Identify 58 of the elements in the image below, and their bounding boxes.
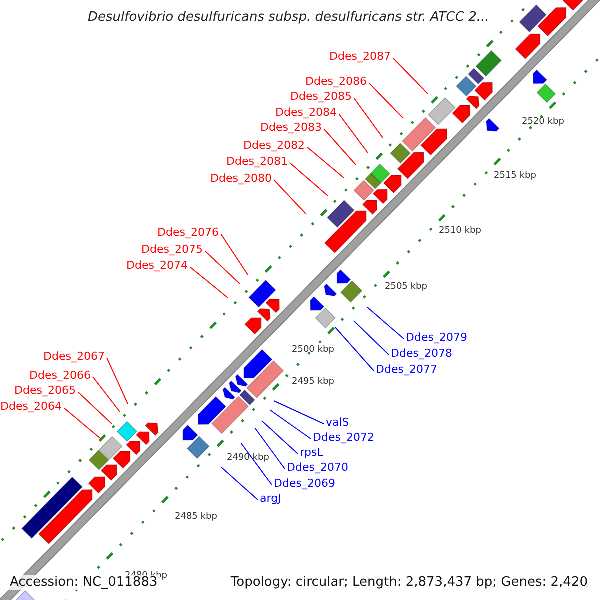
leader-line	[354, 320, 390, 356]
gene-label: Ddes_2081	[226, 156, 288, 167]
gene-label: rpsL	[300, 447, 324, 458]
leader-line	[324, 128, 356, 166]
leader-line	[92, 376, 120, 412]
scale-label: 2485 kbp	[175, 513, 218, 522]
leader-line	[306, 146, 344, 178]
leader-line	[334, 326, 374, 372]
gene-label: Ddes_2077	[376, 364, 438, 375]
title: Desulfovibrio desulfuricans subsp. desulfuricans str. ATCC 2...	[88, 11, 490, 24]
gene-label: Ddes_2075	[142, 244, 203, 255]
leader-line	[220, 466, 258, 500]
gene-label: Ddes_2067	[44, 351, 105, 362]
gene-label: Ddes_2066	[30, 370, 91, 381]
gene-label: Ddes_2074	[126, 260, 188, 271]
gene-label: Ddes_2084	[276, 107, 337, 118]
leader-line	[354, 98, 384, 138]
gene-label: Ddes_2072	[313, 432, 374, 443]
leader-line	[254, 428, 286, 470]
leader-line	[204, 250, 240, 284]
leader-line	[274, 180, 306, 214]
leader-line	[274, 400, 324, 424]
leader-line	[270, 410, 312, 440]
leader-line	[368, 82, 404, 118]
gene-label: Ddes_2079	[406, 332, 468, 343]
leader-line	[106, 358, 128, 404]
scale-label: 2520 kbp	[522, 118, 564, 127]
scale-label: 2510 kbp	[439, 227, 482, 236]
gene-label: Ddes_2086	[306, 76, 367, 87]
gene-label: Ddes_2078	[391, 348, 452, 359]
scale-label: 2515 kbp	[494, 172, 536, 181]
gene-label: Ddes_2065	[14, 385, 76, 396]
gene-label: Ddes_2085	[290, 91, 352, 102]
gene-label: Ddes_2083	[260, 122, 322, 133]
gene-label: Ddes_2076	[158, 227, 219, 238]
gene-label: Ddes_2070	[287, 462, 348, 473]
gene-label: valS	[326, 417, 350, 428]
gene-label: Ddes_2064	[0, 401, 62, 412]
leader-line	[366, 306, 404, 340]
scale-label: 2500 kbp	[292, 346, 334, 355]
scale-label: 2495 kbp	[292, 378, 334, 387]
leader-line	[290, 162, 328, 196]
leader-line	[64, 408, 102, 440]
leader-line	[240, 442, 272, 486]
leader-line	[190, 266, 228, 298]
leader-line	[262, 420, 298, 454]
gene-label: Ddes_2069	[274, 478, 336, 489]
leader-line	[220, 234, 248, 276]
leader-line	[78, 392, 112, 424]
scale-label: 2505 kbp	[385, 283, 428, 292]
gene-label: argJ	[260, 493, 282, 504]
gene-label: Ddes_2080	[210, 173, 272, 184]
leader-line	[392, 58, 428, 94]
gene-label: Ddes_2087	[330, 51, 391, 62]
scale-label: 2490 kbp	[227, 454, 270, 463]
genome-summary-text: Topology: circular; Length: 2,873,437 bp; Genes: 2,420	[228, 575, 590, 590]
gene-label: Ddes_2082	[244, 140, 305, 151]
leader-line	[338, 114, 368, 154]
